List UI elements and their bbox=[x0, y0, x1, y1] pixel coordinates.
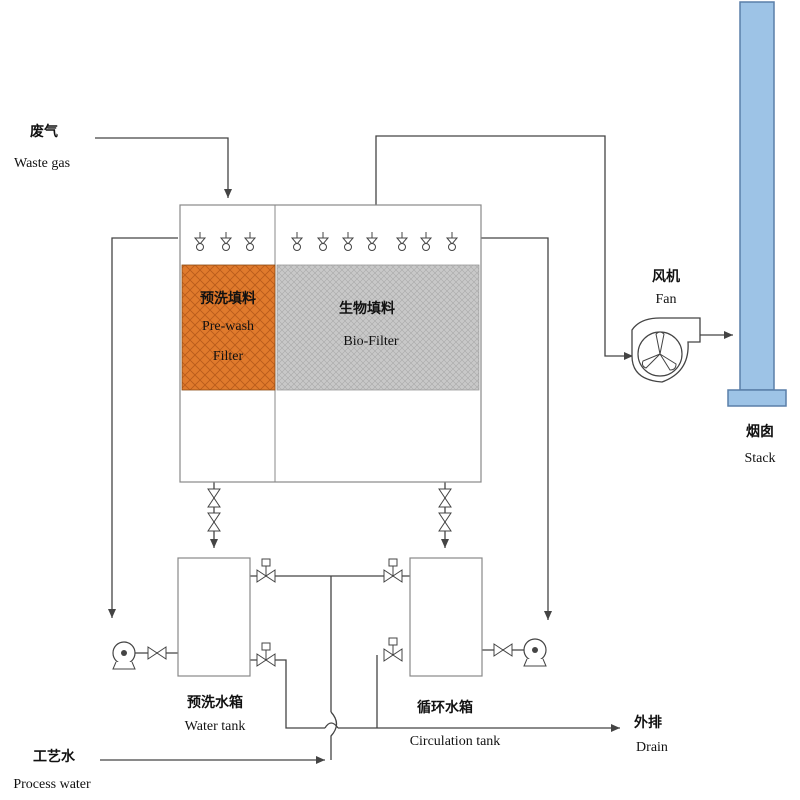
water-tank-inlet-valve-2 bbox=[207, 512, 221, 532]
water-tank bbox=[177, 557, 251, 677]
water-tank-control-valve-top bbox=[256, 558, 276, 583]
circ-tank-control-valve-bottom bbox=[383, 637, 403, 662]
water-tank-label-cn: 预洗水箱 bbox=[187, 694, 243, 711]
gas-to-fan-line bbox=[375, 135, 633, 360]
fan-label-cn: 风机 bbox=[652, 268, 680, 285]
stack-label-en: Stack bbox=[744, 451, 775, 466]
prewash-filter-media bbox=[181, 264, 276, 391]
fan-label-en: Fan bbox=[656, 292, 677, 307]
circ-tank-inlet-valve-1 bbox=[438, 488, 452, 508]
process-water-label-cn: 工艺水 bbox=[33, 748, 76, 765]
prewash-pump-icon bbox=[112, 641, 136, 670]
circulation-tank bbox=[409, 557, 483, 677]
prewash-label-en1: Pre-wash bbox=[202, 319, 254, 334]
prewash-label-cn: 预洗填料 bbox=[200, 290, 256, 307]
water-tank-inlet-valve-1 bbox=[207, 488, 221, 508]
water-tank-label-en: Water tank bbox=[185, 719, 246, 734]
process-water-feed bbox=[330, 711, 338, 760]
bio-filter-media bbox=[276, 264, 480, 391]
circ-tank-inlet-valve-2 bbox=[438, 512, 452, 532]
circ-tank-label-en: Circulation tank bbox=[410, 734, 501, 749]
biofilter-label-cn: 生物填料 bbox=[339, 300, 395, 317]
water-tank-drain-line bbox=[250, 659, 325, 729]
stack-base bbox=[727, 389, 787, 407]
waste-gas-label-en: Waste gas bbox=[14, 156, 70, 171]
waste-gas-inlet-line bbox=[95, 137, 232, 198]
waste-gas-label-cn: 废气 bbox=[30, 123, 58, 140]
circ-tank-control-valve-top bbox=[383, 558, 403, 583]
circ-tank-label-cn: 循环水箱 bbox=[417, 699, 473, 716]
prewash-recirculation-line bbox=[108, 237, 178, 618]
biofilter-label-en: Bio-Filter bbox=[343, 334, 399, 349]
water-tank-control-valve-bottom bbox=[256, 642, 276, 667]
process-water-label-en: Process water bbox=[13, 777, 91, 792]
stack-label-cn: 烟囱 bbox=[746, 423, 774, 440]
prewash-label-en2: Filter bbox=[213, 349, 244, 364]
drain-label-cn: 外排 bbox=[634, 714, 662, 731]
prewash-pump-valve bbox=[147, 646, 167, 660]
drain-label-en: Drain bbox=[636, 740, 668, 755]
circulation-pump-icon bbox=[523, 638, 547, 667]
circulation-pump-valve bbox=[493, 643, 513, 657]
fan-icon bbox=[631, 317, 701, 383]
stack-chimney bbox=[739, 1, 775, 391]
